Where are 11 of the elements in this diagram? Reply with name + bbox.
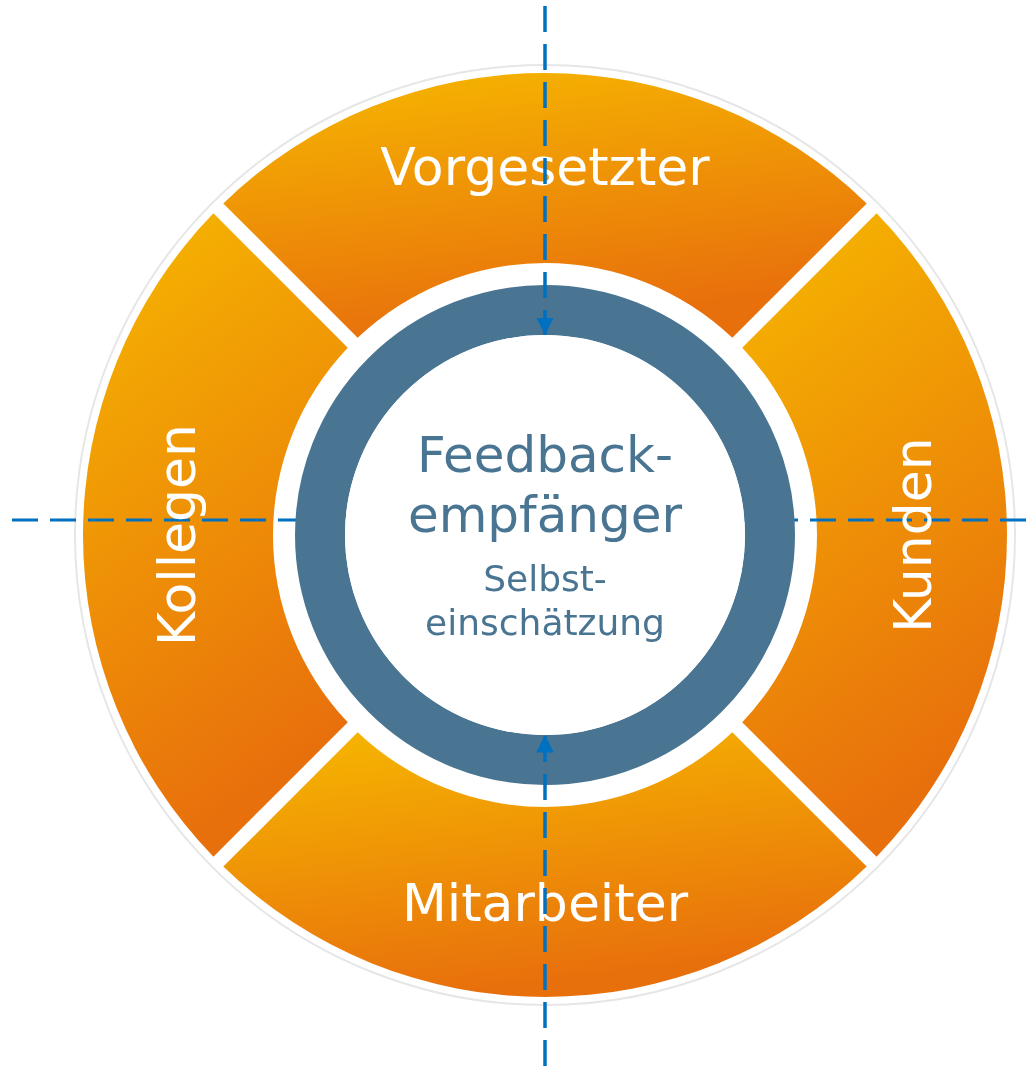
ring-segment [83,213,348,857]
center-title: Feedback- empfänger [406,425,684,545]
ring-segment [223,732,867,997]
ring-segment [223,73,867,338]
ring-segment [742,213,1007,857]
arrow [536,735,554,1066]
segment-label: Kunden [883,437,943,633]
segment-label: Mitarbeiter [401,873,689,933]
segment-label: Kollegen [147,423,207,647]
center-subtitle: Selbst- einschätzung [424,557,666,645]
arrow [536,6,554,335]
